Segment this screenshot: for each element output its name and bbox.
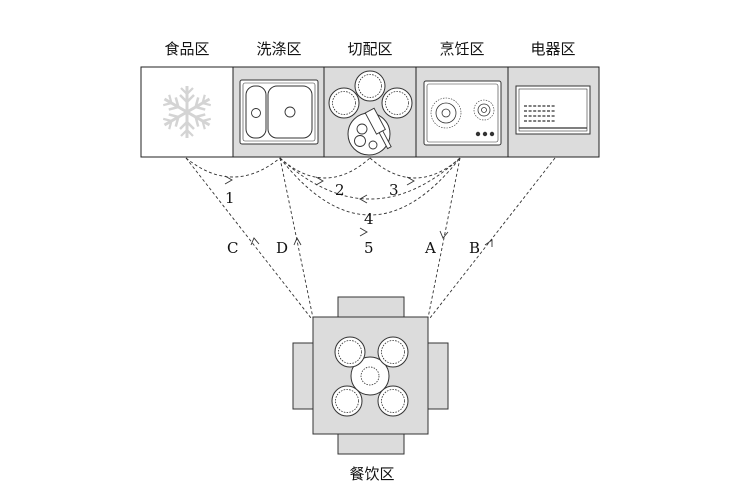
flow-label-3: 3 (389, 181, 399, 199)
flow-label-4: 4 (364, 210, 374, 228)
flow-label-2: 2 (335, 181, 345, 199)
chair-left (292, 342, 314, 410)
dining-table-icon (292, 296, 449, 455)
stove-icon (423, 80, 502, 146)
dining-paths (185, 157, 556, 319)
chair-right (427, 342, 449, 410)
path-label-a: A (424, 239, 436, 257)
microwave-icon (515, 85, 591, 135)
label-appliance-zone: 电器区 (530, 40, 575, 58)
label-food-zone: 食品区 (164, 40, 209, 58)
knife-icon (364, 107, 392, 150)
label-dining-zone: 餐饮区 (349, 465, 394, 483)
flow-label-1: 1 (225, 189, 235, 207)
flow-label-5: 5 (364, 239, 374, 257)
path-label-b: B (469, 239, 480, 257)
chair-bottom (337, 433, 405, 455)
flow-arcs (185, 157, 461, 237)
cutting-plates-icon (328, 70, 413, 156)
label-cook-zone: 烹饪区 (439, 40, 484, 58)
path-label-d: D (276, 239, 288, 257)
double-sink-icon (239, 79, 319, 145)
path-label-c: C (227, 239, 238, 257)
label-cut-zone: 切配区 (347, 40, 392, 58)
label-wash-zone: 洗涤区 (256, 40, 301, 58)
chair-top (337, 296, 405, 318)
